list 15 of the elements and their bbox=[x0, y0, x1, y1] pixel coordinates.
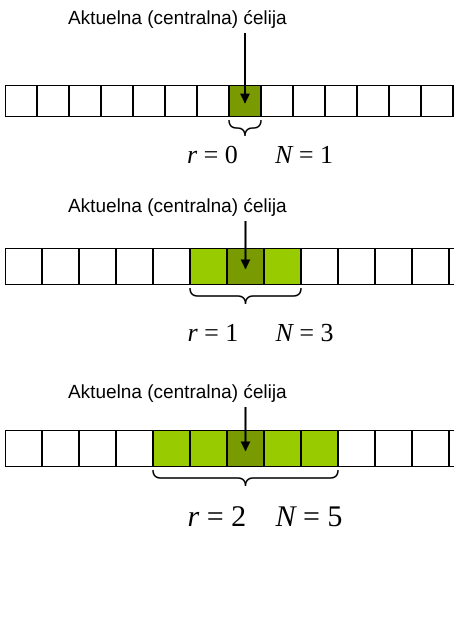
central-cell bbox=[227, 430, 264, 467]
central-cell bbox=[227, 248, 264, 285]
radius-label: r = 0 bbox=[187, 140, 238, 170]
radius-label: r = 2 bbox=[188, 500, 246, 534]
neighborhood-size-label: N = 3 bbox=[276, 318, 334, 348]
central-cell bbox=[229, 85, 261, 117]
arrow bbox=[240, 221, 250, 270]
neighborhood-size-label: N = 5 bbox=[276, 500, 342, 534]
arrow bbox=[240, 407, 250, 452]
neighborhood-size-label: N = 1 bbox=[275, 140, 334, 170]
radius-label: r = 1 bbox=[188, 318, 238, 348]
cell-caption: Aktuelna (centralna) ćelija bbox=[68, 8, 287, 30]
cell-caption: Aktuelna (centralna) ćelija bbox=[68, 382, 287, 404]
cell-caption: Aktuelna (centralna) ćelija bbox=[68, 196, 287, 218]
arrow bbox=[240, 33, 250, 104]
